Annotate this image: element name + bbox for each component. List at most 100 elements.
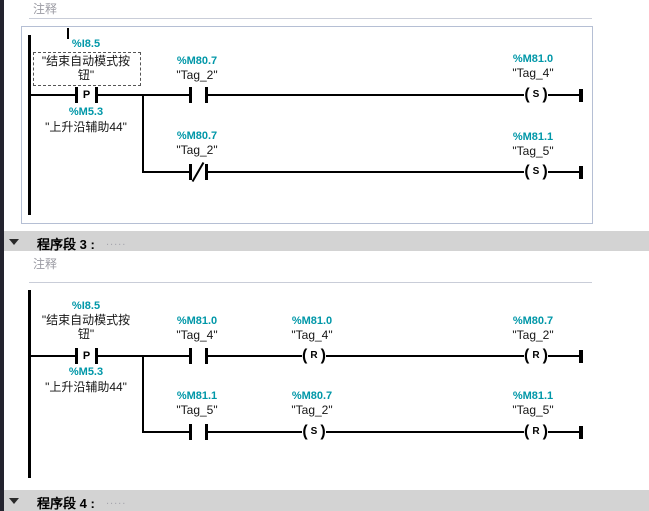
network-title: 程序段 4 : — [37, 496, 95, 511]
coil-paren-left-icon: ( — [524, 86, 530, 103]
operand-name-label[interactable]: "Tag_4" — [512, 66, 554, 80]
operand-name-label[interactable]: "结束自动模式按 — [41, 54, 131, 68]
operand-name-label[interactable]: "Tag_4" — [176, 328, 218, 342]
wire-horizontal — [326, 431, 524, 433]
operand-name-label[interactable]: "结束自动模式按 — [41, 313, 131, 327]
nc-contact[interactable] — [189, 161, 208, 183]
reset-coil[interactable]: (R) — [524, 424, 548, 440]
operand-address-label[interactable]: %I8.5 — [71, 38, 101, 50]
contact-bar — [95, 87, 98, 103]
operand-address-label[interactable]: %M81.0 — [176, 315, 218, 327]
network-title-placeholder-dots[interactable]: ..... — [106, 236, 127, 248]
contact-bar — [205, 164, 208, 180]
wire-horizontal — [208, 94, 524, 96]
p-contact-letter: P — [82, 350, 91, 362]
coil-letter: R — [532, 350, 540, 361]
coil-paren-left-icon: ( — [524, 163, 530, 180]
reset-coil[interactable]: (R) — [524, 348, 548, 364]
set-coil[interactable]: (S) — [524, 164, 548, 180]
network-header-3[interactable]: 程序段 3 : ..... — [0, 231, 649, 252]
p-contact-letter: P — [82, 89, 91, 101]
text-cursor — [67, 28, 69, 39]
rung-end-tick — [579, 350, 583, 363]
wire-horizontal — [548, 171, 579, 173]
operand-address-label[interactable]: %M81.1 — [176, 390, 218, 402]
coil-paren-right-icon: ) — [542, 163, 548, 180]
wire-horizontal — [548, 431, 579, 433]
collapse-triangle-icon[interactable] — [9, 498, 19, 504]
set-coil[interactable]: (S) — [302, 424, 326, 440]
contact-bar — [205, 348, 208, 364]
wire-horizontal — [142, 171, 189, 173]
coil-letter: S — [310, 426, 318, 437]
contact-bar — [189, 87, 192, 103]
left-margin-strip — [0, 0, 4, 511]
operand-address-label[interactable]: %I8.5 — [71, 300, 101, 312]
coil-paren-right-icon: ) — [542, 347, 548, 364]
p-edge-contact[interactable]: P — [75, 348, 98, 364]
operand-name-label[interactable]: "Tag_2" — [512, 328, 554, 342]
wire-horizontal — [326, 355, 524, 357]
wire-branch-vertical — [142, 355, 144, 433]
coil-paren-right-icon: ) — [542, 423, 548, 440]
coil-paren-right-icon: ) — [320, 423, 326, 440]
network-header-4[interactable]: 程序段 4 : ..... — [0, 490, 649, 511]
operand-address-label[interactable]: %M81.0 — [291, 315, 333, 327]
contact-bar — [189, 348, 192, 364]
operand-name-label[interactable]: "Tag_2" — [291, 403, 333, 417]
no-contact[interactable] — [189, 348, 208, 364]
wire-horizontal — [31, 94, 75, 96]
operand-name-label[interactable]: "Tag_4" — [291, 328, 333, 342]
operand-name-label[interactable]: "Tag_5" — [512, 403, 554, 417]
contact-bar — [95, 348, 98, 364]
network-comment-field[interactable]: 注释 — [33, 2, 58, 16]
operand-name-label[interactable]: 钮" — [77, 68, 95, 82]
network-title-placeholder-dots[interactable]: ..... — [106, 495, 127, 507]
rung-end-tick — [579, 166, 583, 179]
coil-letter: R — [310, 350, 318, 361]
coil-paren-right-icon: ) — [320, 347, 326, 364]
operand-address-label[interactable]: %M5.3 — [68, 366, 104, 378]
no-contact[interactable] — [189, 424, 208, 440]
contact-bar — [75, 348, 78, 364]
coil-letter: R — [532, 426, 540, 437]
set-coil[interactable]: (S) — [524, 87, 548, 103]
operand-name-label[interactable]: "Tag_5" — [176, 403, 218, 417]
operand-address-label[interactable]: %M80.7 — [291, 390, 333, 402]
operand-name-label[interactable]: 钮" — [77, 327, 95, 341]
operand-address-label[interactable]: %M80.7 — [512, 315, 554, 327]
p-edge-contact[interactable]: P — [75, 87, 98, 103]
coil-letter: S — [532, 89, 540, 100]
contact-bar — [189, 164, 192, 180]
operand-address-label[interactable]: %M80.7 — [176, 130, 218, 142]
operand-address-label[interactable]: %M81.1 — [512, 131, 554, 143]
operand-address-label[interactable]: %M81.0 — [512, 53, 554, 65]
wire-branch-vertical — [142, 94, 144, 173]
operand-name-label[interactable]: "上升沿辅助44" — [45, 120, 127, 134]
selection-frame — [33, 52, 141, 86]
comment-underline — [29, 18, 592, 19]
operand-address-label[interactable]: %M81.1 — [512, 390, 554, 402]
wire-horizontal — [142, 431, 189, 433]
wire-horizontal — [208, 355, 302, 357]
contact-bar — [205, 424, 208, 440]
rung-end-tick — [579, 426, 583, 439]
network-body-frame — [21, 26, 593, 224]
operand-name-label[interactable]: "Tag_2" — [176, 68, 218, 82]
coil-paren-left-icon: ( — [302, 347, 308, 364]
nc-slash-icon — [191, 161, 205, 183]
wire-horizontal — [548, 94, 579, 96]
operand-name-label[interactable]: "Tag_2" — [176, 143, 218, 157]
coil-letter: S — [532, 166, 540, 177]
operand-address-label[interactable]: %M80.7 — [176, 55, 218, 67]
comment-underline — [29, 282, 592, 283]
collapse-triangle-icon[interactable] — [9, 239, 19, 245]
reset-coil[interactable]: (R) — [302, 348, 326, 364]
no-contact[interactable] — [189, 87, 208, 103]
operand-name-label[interactable]: "Tag_5" — [512, 144, 554, 158]
operand-name-label[interactable]: "上升沿辅助44" — [45, 380, 127, 394]
network-comment-field[interactable]: 注释 — [33, 257, 58, 271]
operand-address-label[interactable]: %M5.3 — [68, 106, 104, 118]
wire-horizontal — [208, 171, 524, 173]
